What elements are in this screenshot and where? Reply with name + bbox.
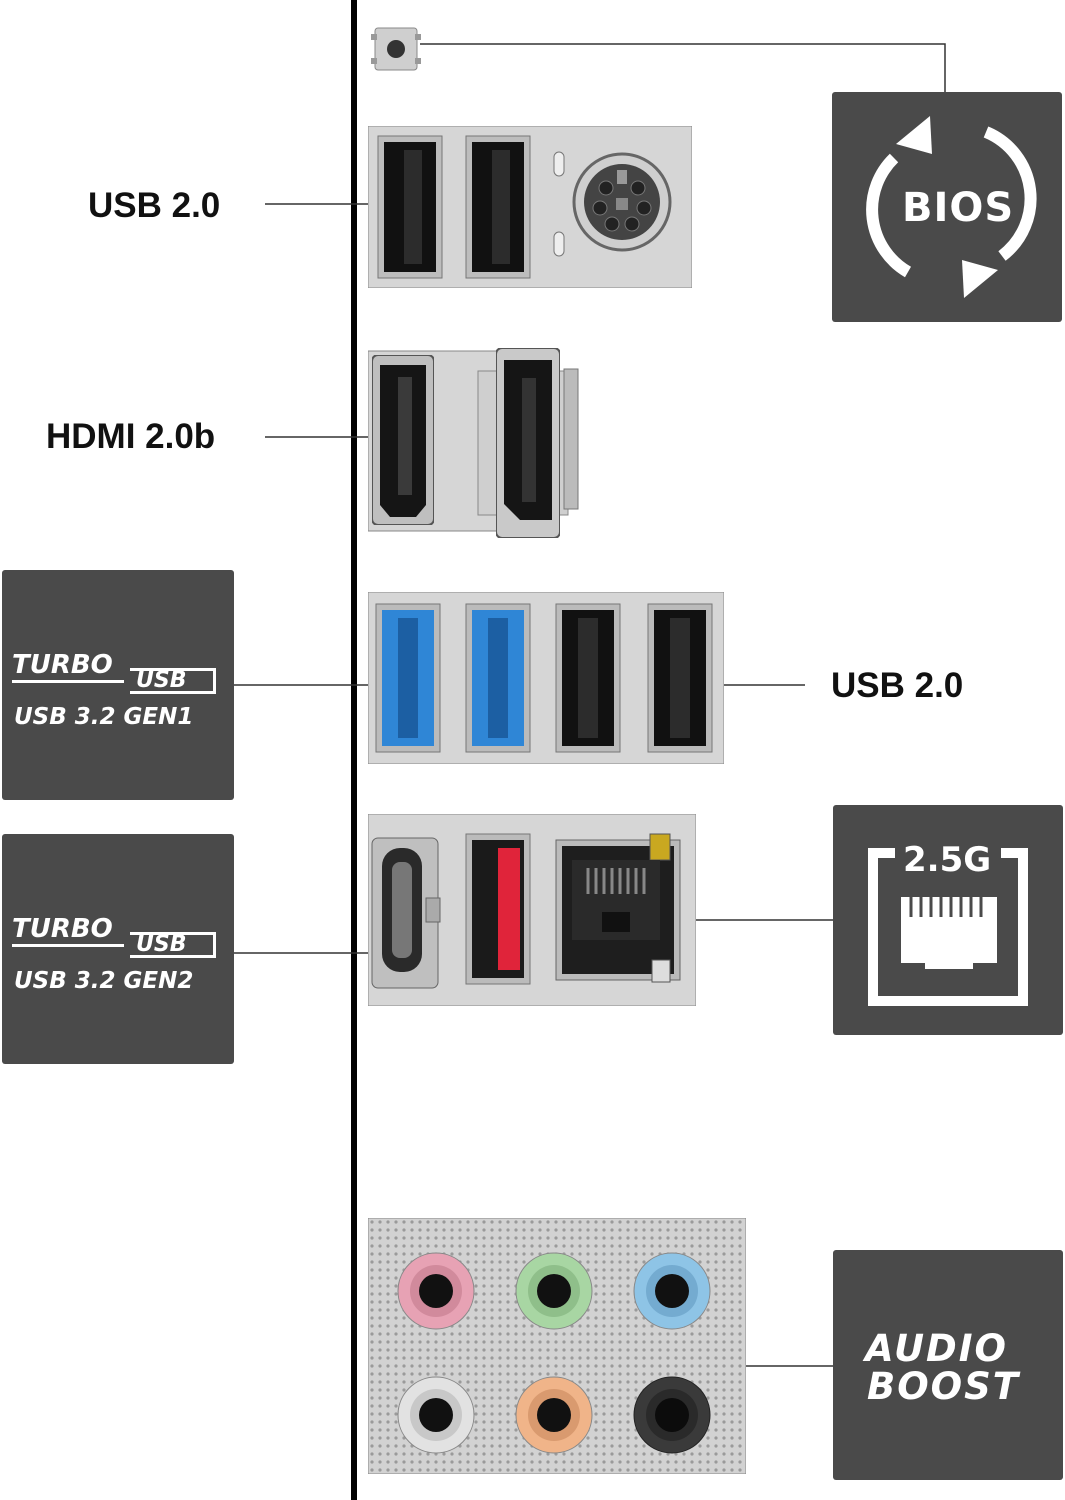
audio-boost-line2: BOOST (867, 1365, 1020, 1408)
turbo-gen2-usb-box (130, 932, 216, 958)
flash-bios-button[interactable] (371, 24, 421, 74)
lan-frame-icon (868, 848, 1028, 1006)
turbo-gen1-usb-box (130, 668, 216, 694)
ethernet-port[interactable] (566, 850, 666, 950)
audio-boost-badge: AUDIO BOOST (833, 1250, 1063, 1480)
io-spine (351, 0, 357, 1500)
turbo-usb-gen1-badge: TURBO USB USB 3.2 GEN1 (2, 570, 234, 800)
audio-boost-line1: AUDIO (865, 1327, 1008, 1370)
usb20-ps2-panel (367, 125, 693, 289)
turbo-gen1-usb-word: USB (136, 668, 187, 693)
audio-jack-blue[interactable] (632, 1251, 712, 1331)
usb-row-panel (367, 591, 725, 765)
bios-flashback-badge: BIOS (832, 92, 1062, 322)
turbo-gen1-spec: USB 3.2 GEN1 (14, 704, 194, 730)
turbo-gen2-underline (12, 944, 124, 947)
displayport-port[interactable] (495, 347, 561, 539)
usb20-right-label: USB 2.0 (831, 666, 964, 705)
turbo-gen2-spec: USB 3.2 GEN2 (14, 968, 194, 994)
audio-jack-pink[interactable] (396, 1251, 476, 1331)
bios-refresh-icon (866, 116, 1037, 298)
bios-text: BIOS (902, 185, 1015, 231)
turbo-gen1-word: TURBO (12, 650, 113, 680)
audio-jack-green[interactable] (514, 1251, 594, 1331)
audio-jack-grey[interactable] (396, 1375, 476, 1455)
turbo-gen2-word: TURBO (12, 914, 113, 944)
ps2-port[interactable] (572, 152, 672, 252)
hdmi-label: HDMI 2.0b (46, 417, 216, 456)
hdmi-port[interactable] (371, 354, 435, 526)
ethernet-port-icon (572, 860, 660, 940)
audio-jack-black[interactable] (632, 1375, 712, 1455)
turbo-gen1-underline (12, 680, 124, 683)
turbo-gen2-usb-word: USB (136, 932, 187, 957)
audio-jack-orange[interactable] (514, 1375, 594, 1455)
turbo-usb-gen2-badge: TURBO USB USB 3.2 GEN2 (2, 834, 234, 1064)
flash-button-icon (371, 27, 421, 71)
lan-2-5g-badge: 2.5G (833, 805, 1063, 1035)
lan-speed-text: 2.5G (903, 840, 992, 880)
ps2-port-icon (572, 152, 672, 252)
usb20-top-label: USB 2.0 (88, 186, 221, 225)
